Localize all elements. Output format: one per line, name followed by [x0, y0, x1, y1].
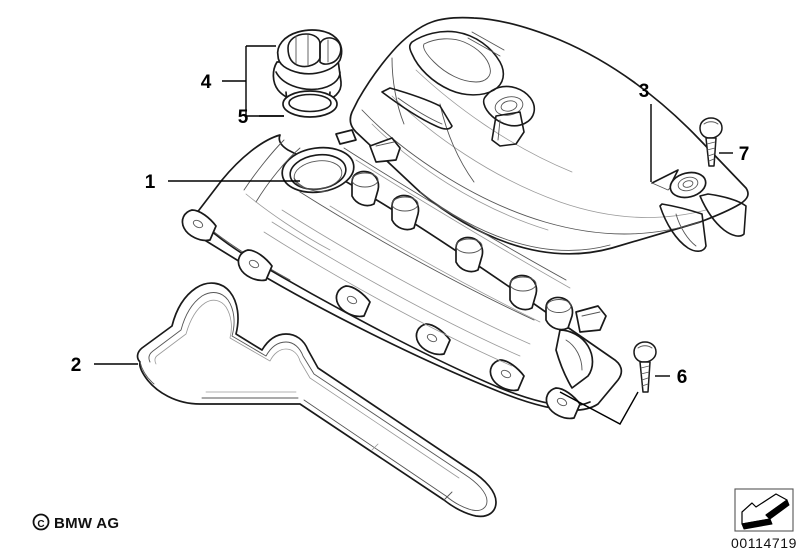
part-o-ring-seal	[282, 90, 338, 118]
diagram-id-block: 00114719	[731, 488, 797, 551]
part-cylinder-head-cover-gasket	[136, 282, 497, 518]
callout-label-1: 1	[145, 172, 156, 193]
part-dome-bolt-upper	[699, 117, 723, 167]
flange-lug-group	[181, 209, 581, 420]
callout-label-4: 4	[201, 72, 212, 93]
callout-label-5: 5	[238, 107, 249, 128]
part-hex-bolt-lower	[559, 341, 657, 425]
callout-label-2: 2	[71, 355, 82, 376]
callout-bracket-4	[222, 45, 284, 117]
copyright-c-glyph: C	[37, 519, 44, 530]
callout-group: 1 2 3 4 5 6 7	[71, 45, 750, 388]
copyright-block: C BMW AG	[32, 513, 119, 532]
callout-label-3: 3	[639, 81, 650, 102]
copyright-text: BMW AG	[54, 515, 119, 532]
callout-label-7: 7	[739, 144, 750, 165]
diagram-id-text: 00114719	[731, 535, 797, 551]
coil-boss-group	[351, 170, 574, 331]
arrow-icon	[741, 493, 790, 530]
part-cylinder-head-cover	[181, 129, 623, 420]
callout-label-6: 6	[677, 367, 688, 388]
